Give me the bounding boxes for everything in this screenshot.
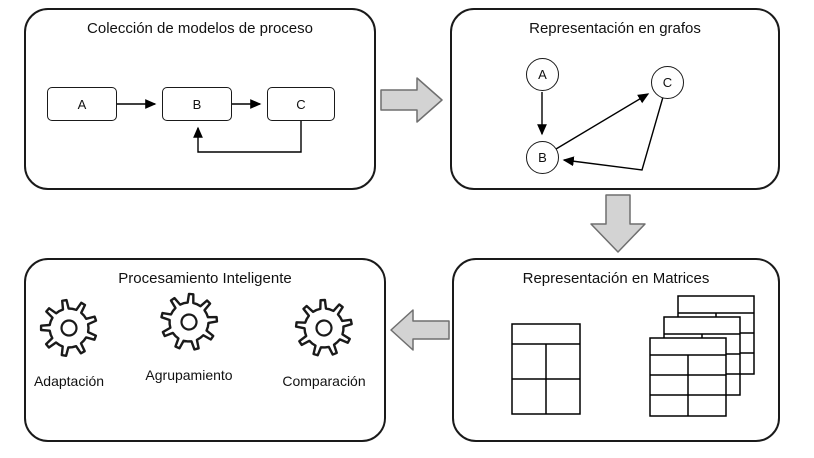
process-node-b: B <box>162 87 232 121</box>
process-node-a-label: A <box>77 96 87 112</box>
panel-intelligent-processing: Procesamiento Inteligente Adaptación Agr… <box>24 258 386 442</box>
flow-arrow-down-icon <box>590 194 646 253</box>
matrix-tables-graphic <box>511 295 755 417</box>
graph-node-b-label: B <box>538 150 547 165</box>
gear-icon <box>160 292 219 351</box>
processing-item-label: Agrupamiento <box>145 367 233 383</box>
processing-item-adaptacion: Adaptación <box>0 298 139 389</box>
graph-edge-b-to-c <box>555 93 650 150</box>
flow-arrow-left-icon <box>390 309 450 351</box>
gear-icon <box>39 298 98 357</box>
graph-edges <box>537 92 664 171</box>
edge-c-loop-to-b <box>193 121 302 153</box>
flow-arrow-down-shape <box>590 194 646 253</box>
process-model-connectors <box>117 99 302 153</box>
panel-graph-title: Representación en grafos <box>529 20 701 37</box>
graph-edge-c-to-b <box>562 96 664 171</box>
graph-node-b: B <box>526 141 559 174</box>
process-node-b-label: B <box>192 96 202 112</box>
process-node-a: A <box>47 87 117 121</box>
graph-node-a: A <box>526 58 559 91</box>
panel-matrix-representation: Representación en Matrices <box>452 258 780 442</box>
processing-item-label: Comparación <box>282 373 366 389</box>
panel-process-models: Colección de modelos de proceso A B C <box>24 8 376 190</box>
matrix-stack-front-icon <box>649 337 727 417</box>
processing-item-label: Adaptación <box>33 373 105 389</box>
graph-node-a-label: A <box>538 67 547 82</box>
panel-matrix-title: Representación en Matrices <box>522 270 710 287</box>
process-node-c-label: C <box>296 96 306 112</box>
gear-icon <box>294 298 353 357</box>
flow-arrow-left-shape <box>390 309 450 351</box>
panel-processing-title: Procesamiento Inteligente <box>118 270 292 287</box>
panel-graph-representation: Representación en grafos A B C <box>450 8 780 190</box>
process-node-c: C <box>267 87 335 121</box>
graph-node-c: C <box>651 66 684 99</box>
processing-item-agrupamiento: Agrupamiento <box>119 292 259 383</box>
flow-arrow-right-shape <box>380 77 443 123</box>
flow-arrow-right-icon <box>380 77 443 123</box>
matrix-table-icon <box>511 323 581 415</box>
panel-process-models-title: Colección de modelos de proceso <box>87 20 313 37</box>
processing-item-comparacion: Comparación <box>254 298 394 389</box>
graph-node-c-label: C <box>662 75 673 90</box>
